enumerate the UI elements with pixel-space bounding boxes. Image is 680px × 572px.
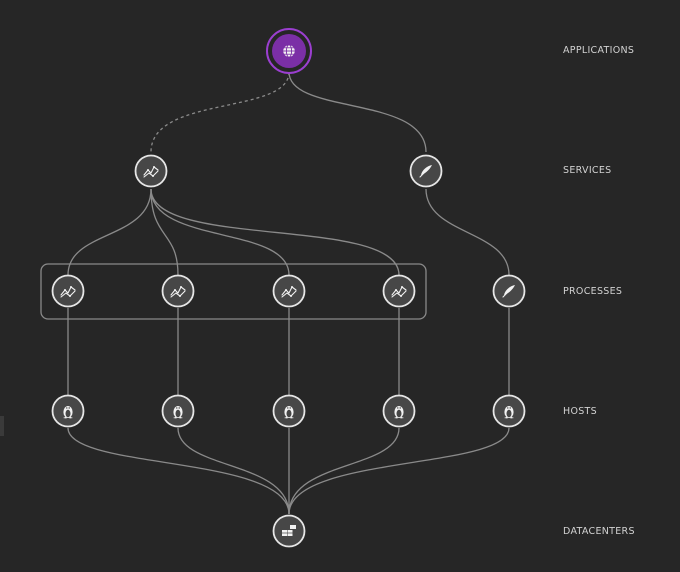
process-group-frame[interactable] (40, 263, 427, 320)
edge-host-2-to-datacenter (177, 427, 290, 515)
process-node-4[interactable] (382, 274, 416, 308)
service-graph-icon (391, 286, 407, 298)
feather-icon (419, 165, 432, 178)
host-node-1[interactable] (51, 394, 85, 428)
edge-service-1-to-process-2 (150, 188, 179, 276)
layer-label-services: SERVICES (563, 165, 612, 176)
linux-penguin-icon (173, 406, 183, 419)
linux-penguin-icon (63, 406, 73, 419)
host-node-3[interactable] (272, 394, 306, 428)
process-node-3[interactable] (272, 274, 306, 308)
application-node-ring (266, 28, 312, 74)
service-graph-icon (170, 286, 186, 298)
service-node-2[interactable] (409, 154, 443, 188)
layer-label-hosts: HOSTS (563, 406, 597, 417)
layer-label-processes: PROCESSES (563, 286, 623, 297)
process-node-5[interactable] (492, 274, 526, 308)
service-graph-icon (143, 166, 159, 178)
service-node-1[interactable] (134, 154, 168, 188)
globe-icon (282, 44, 296, 58)
feather-icon (502, 285, 515, 298)
left-edge-handle[interactable] (0, 416, 4, 436)
linux-penguin-icon (284, 406, 294, 419)
process-node-2[interactable] (161, 274, 195, 308)
edge-host-1-to-datacenter (67, 427, 290, 515)
edge-host-4-to-datacenter (288, 427, 400, 515)
edge-service-1-to-process-4 (150, 188, 400, 276)
datacenter-node[interactable] (272, 514, 306, 548)
edge-application-to-service-2 (288, 71, 427, 153)
layer-label-applications: APPLICATIONS (563, 45, 635, 56)
host-node-2[interactable] (161, 394, 195, 428)
linux-penguin-icon (504, 406, 514, 419)
host-node-4[interactable] (382, 394, 416, 428)
edge-host-5-to-datacenter (288, 427, 510, 515)
edge-application-to-service-1 (150, 71, 290, 153)
edge-service-1-to-process-1 (67, 188, 152, 276)
datacenter-icon (282, 525, 296, 536)
service-graph-icon (281, 286, 297, 298)
edge-service-1-to-process-3 (150, 188, 290, 276)
host-node-5[interactable] (492, 394, 526, 428)
layer-label-datacenters: DATACENTERS (563, 526, 635, 537)
application-node[interactable] (266, 28, 312, 74)
process-node-1[interactable] (51, 274, 85, 308)
edge-service-2-to-process-5 (425, 188, 510, 276)
linux-penguin-icon (394, 406, 404, 419)
service-graph-icon (60, 286, 76, 298)
